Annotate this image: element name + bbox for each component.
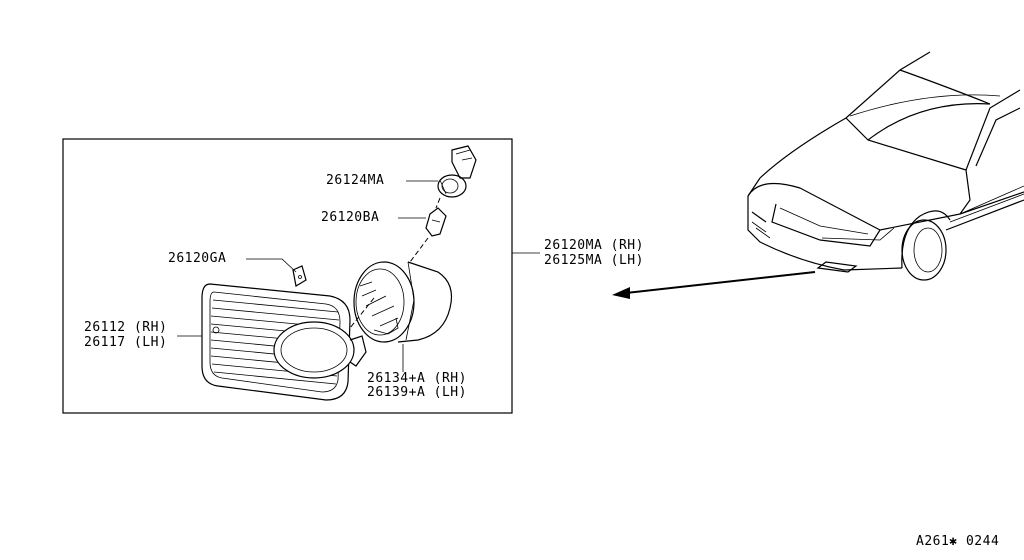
location-arrow <box>612 271 816 299</box>
lens-housing-part <box>353 261 453 343</box>
label-clip: 26120GA <box>168 251 227 266</box>
label-bulb: 26120BA <box>321 210 380 225</box>
leader-clip <box>246 258 297 273</box>
bulb-part <box>425 207 447 237</box>
assembly-line-bulb <box>409 237 429 263</box>
label-assembly-rh: 26120MA (RH) <box>544 238 644 253</box>
label-lens-rh: 26134+A (RH) <box>367 371 467 386</box>
label-lens-lh: 26139+A (LH) <box>367 385 467 400</box>
car-front-view <box>747 51 1024 281</box>
assembly-line-lens <box>349 297 375 329</box>
clip-part <box>292 265 307 287</box>
detail-frame <box>62 138 513 414</box>
label-bulb-socket: 26124MA <box>326 173 385 188</box>
assembly-line-socket <box>435 197 441 209</box>
label-bezel-rh: 26112 (RH) <box>84 320 168 335</box>
bulb-socket-part <box>437 145 477 198</box>
label-bezel-lh: 26117 (LH) <box>84 335 168 350</box>
bezel-part <box>201 283 367 401</box>
diagram-code: A261✱ 0244 <box>916 534 1000 549</box>
label-assembly-lh: 26125MA (LH) <box>544 253 644 268</box>
